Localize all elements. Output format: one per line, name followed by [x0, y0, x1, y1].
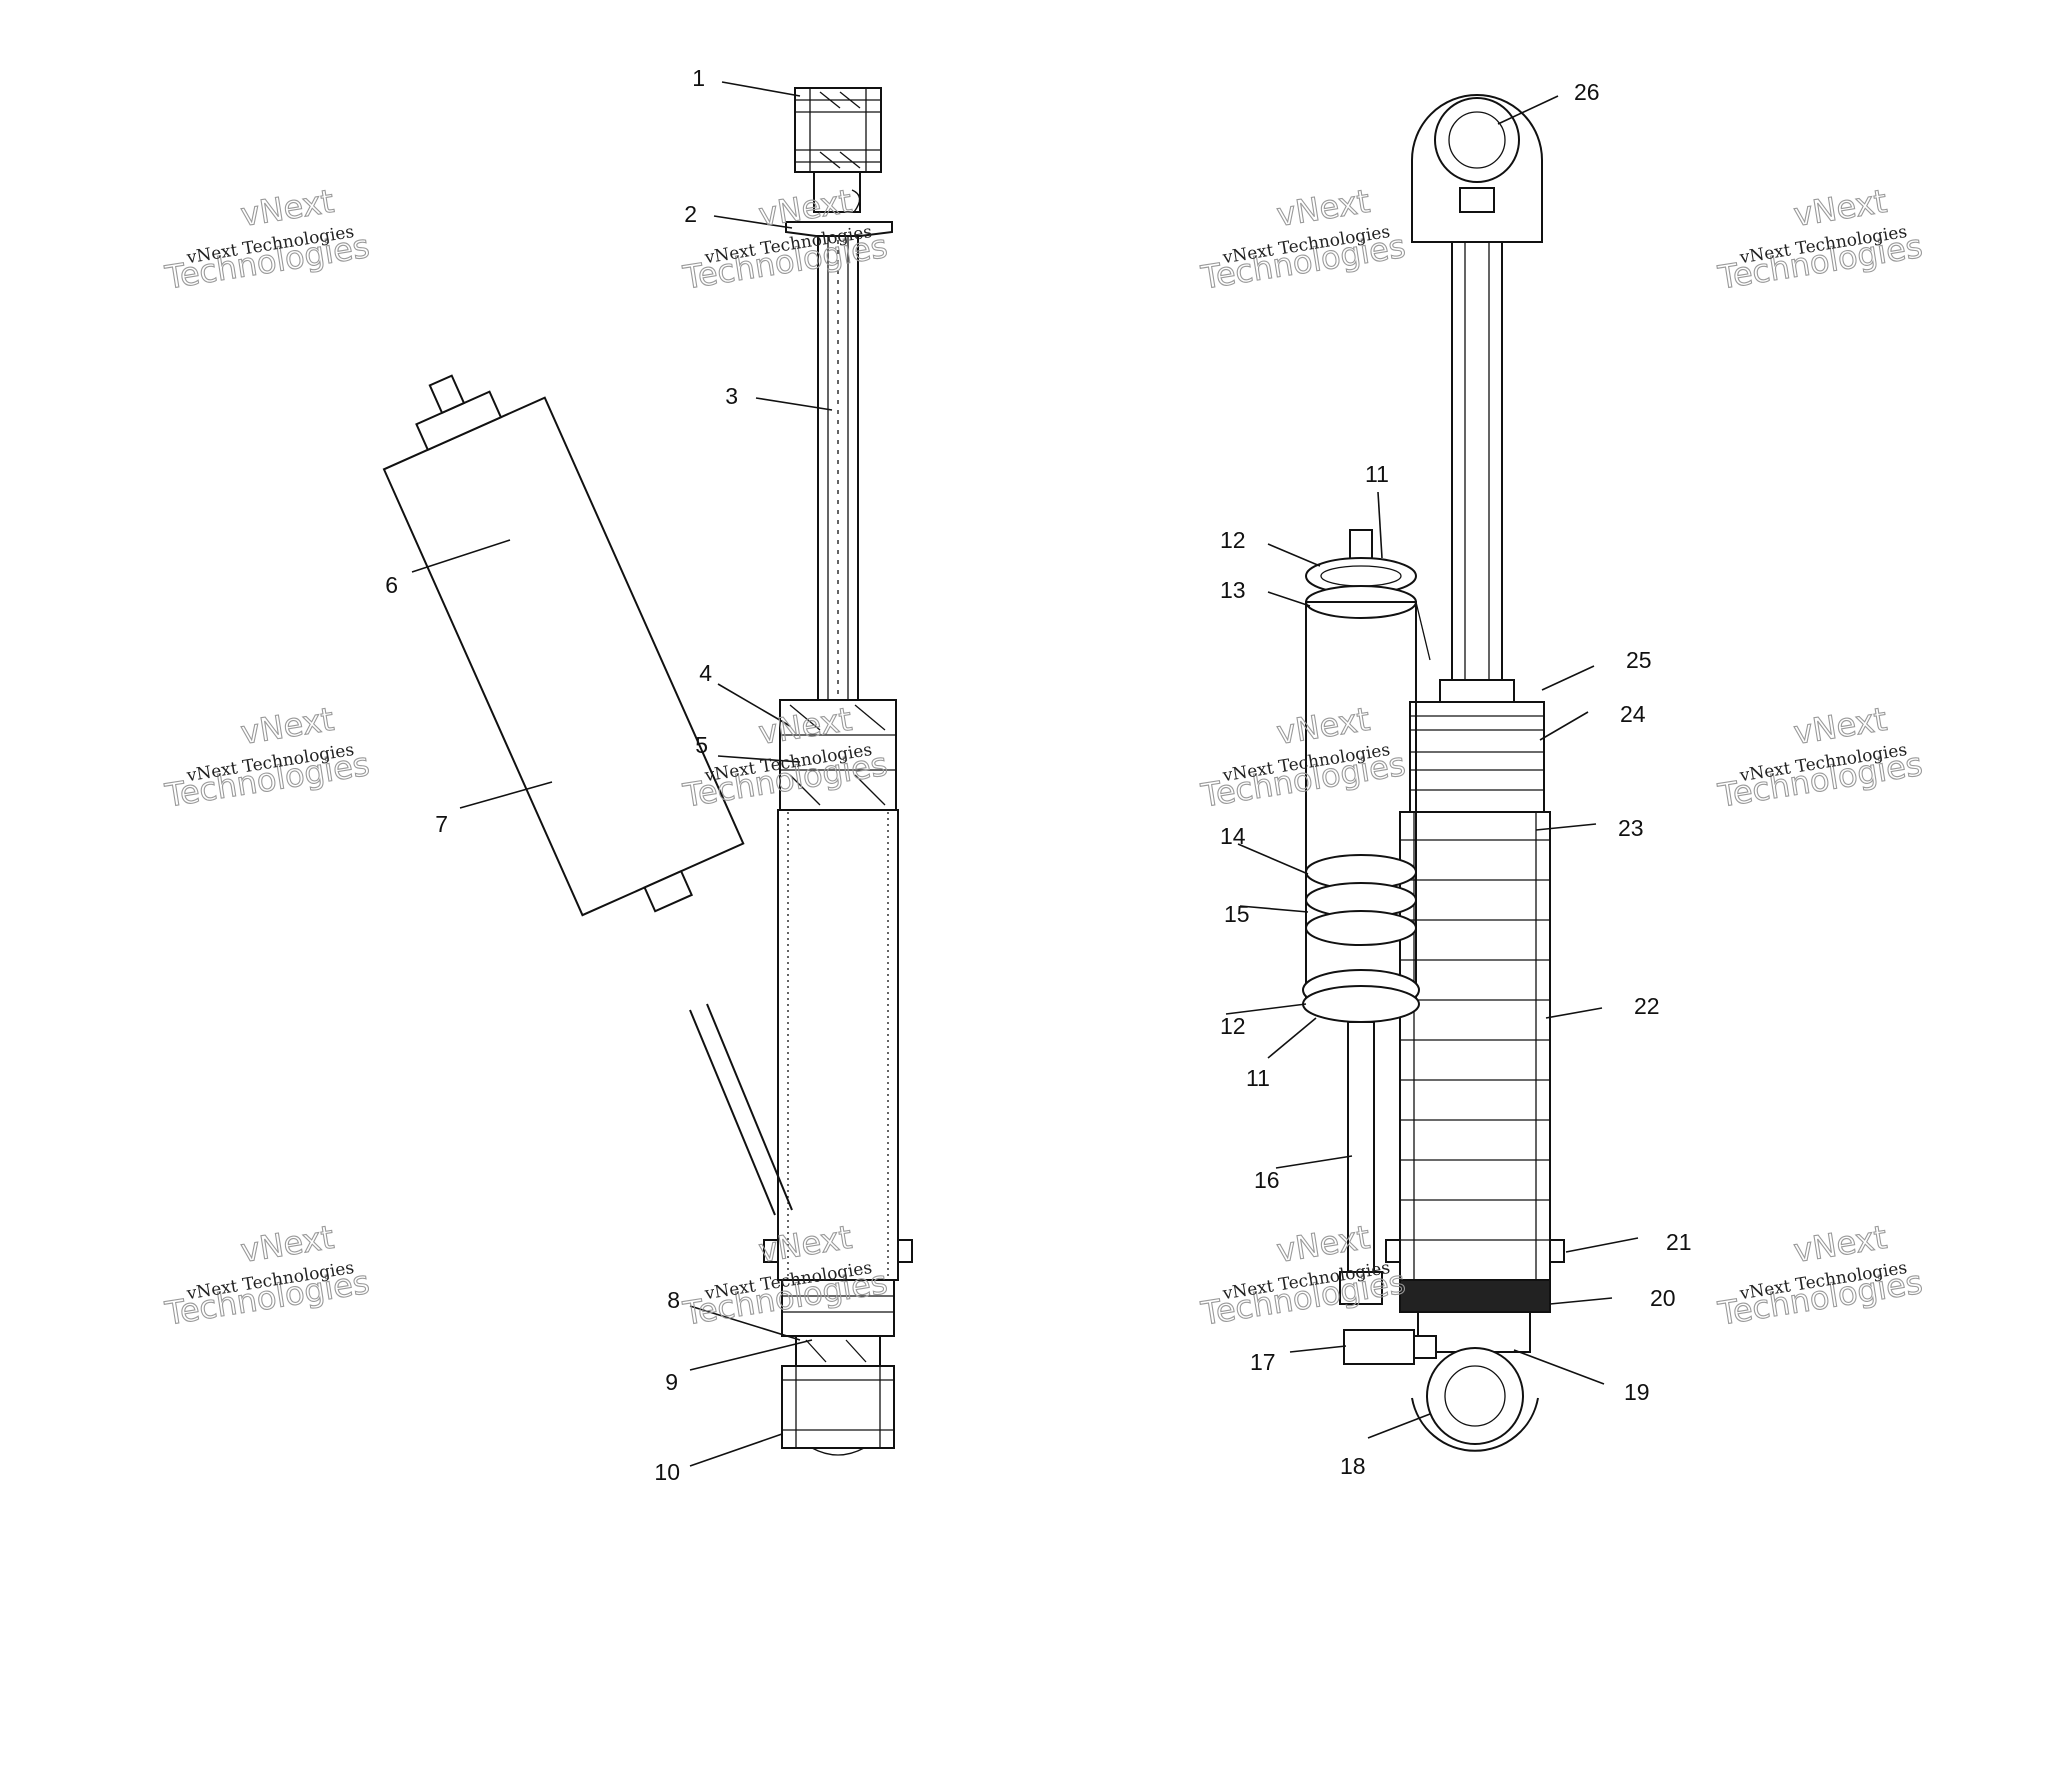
callout-1: 1	[692, 65, 705, 91]
callout-13: 13	[1220, 577, 1246, 603]
callout-10: 10	[654, 1459, 680, 1485]
callout-5: 5	[695, 732, 708, 758]
callout-4: 4	[699, 660, 712, 686]
callout-20: 20	[1650, 1285, 1676, 1311]
lower-mount-eye	[1411, 1311, 1539, 1452]
callout-labels: 1 2 3 4 5 6 7 8 9 10 11 12 13 14 15 12 1…	[385, 65, 1691, 1485]
callout-23: 23	[1618, 815, 1644, 841]
callout-14: 14	[1220, 823, 1246, 849]
piston-rod	[817, 235, 859, 707]
callout-21: 21	[1666, 1229, 1692, 1255]
callout-17: 17	[1250, 1349, 1276, 1375]
upper-spring-seat	[1409, 701, 1545, 813]
callout-7: 7	[435, 811, 448, 837]
callout-3: 3	[725, 383, 738, 409]
body-tube	[763, 809, 913, 1281]
callout-9: 9	[665, 1369, 678, 1395]
top-mount-eye	[1411, 94, 1543, 243]
bottom-eye-bushing	[781, 1365, 895, 1456]
callout-6: 6	[385, 572, 398, 598]
callout-15: 15	[1224, 901, 1250, 927]
callout-16: 16	[1254, 1167, 1280, 1193]
callout-2: 2	[684, 201, 697, 227]
callout-22: 22	[1634, 993, 1660, 1019]
callout-8: 8	[667, 1287, 680, 1313]
bottom-cap	[781, 1279, 895, 1367]
left-shock-cross-section	[763, 87, 913, 1456]
callout-12-bottom: 12	[1220, 1013, 1246, 1039]
callout-19: 19	[1624, 1379, 1650, 1405]
callout-26: 26	[1574, 79, 1600, 105]
callout-18: 18	[1340, 1453, 1366, 1479]
remote-reservoir	[382, 374, 793, 1216]
callout-12-top: 12	[1220, 527, 1246, 553]
right-shock-exterior	[1385, 94, 1565, 1452]
callout-24: 24	[1620, 701, 1646, 727]
exploded-reservoir-parts	[1302, 529, 1437, 1365]
top-eye-bushing	[794, 87, 882, 173]
leader-lines	[411, 81, 1639, 1467]
coil-spring-body	[1385, 811, 1565, 1313]
callout-11-bottom: 11	[1246, 1065, 1270, 1091]
callout-25: 25	[1626, 647, 1652, 673]
callout-11-top: 11	[1365, 461, 1389, 487]
